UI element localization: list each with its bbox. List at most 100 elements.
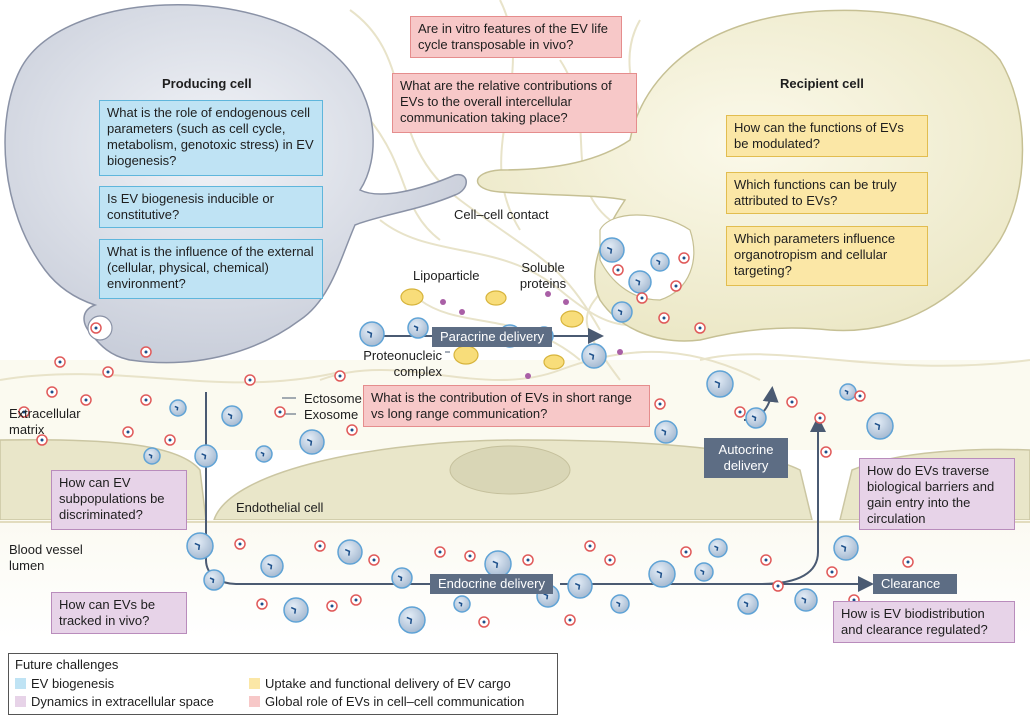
vesicle-cargo [413, 325, 419, 332]
legend-label-3: Global role of EVs in cell–cell communic… [265, 694, 525, 709]
vesicle-cargo [267, 563, 273, 570]
exosome-cargo [350, 428, 354, 432]
producing-q3: What is the influence of the external (c… [99, 239, 323, 299]
cell-contact-label: Cell–cell contact [454, 207, 549, 222]
exosome-cargo [658, 402, 662, 406]
exosome-cargo [58, 360, 62, 364]
vesicle-cargo [714, 380, 721, 389]
endothelial-label: Endothelial cell [236, 500, 324, 515]
vesicle-cargo [635, 279, 641, 286]
lipoparticle-label: Lipoparticle [413, 268, 480, 283]
exosome-cargo [438, 550, 442, 554]
exosome-cargo [640, 296, 644, 300]
exosome-cargo [738, 410, 742, 414]
autocrine-delivery-tag: Autocrine delivery [704, 438, 788, 478]
soluble-proteins-label: Soluble proteins [519, 260, 567, 291]
producing-q1: What is the role of endogenous cell para… [99, 100, 323, 176]
exosome-label: Exosome [304, 407, 359, 422]
exosome-cargo [674, 284, 678, 288]
vesicle-cargo [306, 438, 313, 446]
vesicle-cargo [148, 453, 153, 459]
legend-swatch-0 [15, 678, 26, 689]
dynamics-q3: How do EVs traverse biological barriers … [859, 458, 1015, 530]
exosome-cargo [468, 554, 472, 558]
exosome-cargo [824, 450, 828, 454]
vesicle-cargo [574, 582, 581, 590]
vesicle-cargo [617, 309, 623, 316]
exosome-cargo [906, 560, 910, 564]
exosome-cargo [588, 544, 592, 548]
exosome-cargo [684, 550, 688, 554]
blood-vessel-label: Blood vessel lumen [9, 542, 83, 573]
vesicle-cargo [874, 422, 881, 431]
vesicle-cargo [406, 616, 413, 625]
ectosome-label: Ectosome [304, 391, 362, 406]
ecm-label: Extracellular matrix [9, 406, 81, 437]
vesicle-cargo [661, 429, 667, 436]
exosome-cargo [94, 326, 98, 330]
proteonucleic-label: Proteonucleic complex [363, 348, 442, 379]
global-q3: What is the contribution of EVs in short… [363, 385, 650, 427]
vesicle-cargo [588, 352, 595, 360]
endothelial-nucleus [449, 445, 571, 495]
exosome-cargo [318, 544, 322, 548]
recipient-q1: How can the functions of EVs be modulate… [726, 115, 928, 157]
vesicle-cargo [492, 560, 499, 569]
vesicle-cargo [344, 548, 351, 556]
vesicle-cargo [844, 389, 849, 395]
vesicle-cargo [201, 453, 207, 460]
exosome-cargo [126, 430, 130, 434]
exosome-cargo [852, 598, 856, 602]
vesicle-cargo [397, 575, 403, 582]
exosome-cargo [568, 618, 572, 622]
legend-swatch-2 [249, 678, 260, 689]
producing-q2: Is EV biogenesis inducible or constituti… [99, 186, 323, 228]
exosome-cargo [818, 416, 822, 420]
vesicle-cargo [714, 545, 719, 551]
exosome-cargo [608, 558, 612, 562]
recipient-q3: Which parameters influence organotropism… [726, 226, 928, 286]
recipient-q2: Which functions can be truly attributed … [726, 172, 928, 214]
exosome-cargo [248, 378, 252, 382]
vesicle-cargo [840, 544, 847, 552]
exosome-cargo [482, 620, 486, 624]
exosome-cargo [682, 256, 686, 260]
exosome-cargo [50, 390, 54, 394]
exosome-cargo [354, 598, 358, 602]
global-q2: What are the relative contributions of E… [392, 73, 637, 133]
vesicle-cargo [458, 601, 463, 607]
exosome-cargo [84, 398, 88, 402]
exosome-cargo [22, 410, 26, 414]
exosome-cargo [338, 374, 342, 378]
legend-label-2: Uptake and functional delivery of EV car… [265, 676, 511, 691]
clearance-tag: Clearance [873, 574, 957, 594]
exosome-cargo [372, 558, 376, 562]
vesicle-cargo [656, 570, 663, 579]
soluble-protein-stars [435, 291, 623, 379]
legend-swatch-1 [15, 696, 26, 707]
exosome-cargo [764, 558, 768, 562]
vesicle-cargo [743, 601, 749, 608]
legend-label-1: Dynamics in extracellular space [31, 694, 214, 709]
vesicle-cargo [801, 597, 807, 604]
legend: Future challenges EV biogenesis Dynamics… [8, 653, 558, 715]
exosome-cargo [278, 410, 282, 414]
exosome-cargo [776, 584, 780, 588]
exosome-cargo [526, 558, 530, 562]
exosome-cargo [168, 438, 172, 442]
dynamics-q1: How can EV subpopulations be discriminat… [51, 470, 187, 530]
vesicle-cargo [174, 405, 179, 411]
vesicle-cargo [194, 542, 201, 551]
vesicle-cargo [209, 577, 215, 584]
vesicle-cargo [606, 246, 613, 254]
recipient-cell-title: Recipient cell [780, 76, 864, 91]
vesicle-cargo [700, 569, 705, 575]
vesicle-cargo [656, 259, 661, 265]
vesicle-cargo [366, 330, 373, 338]
exosome-cargo [616, 268, 620, 272]
vesicle-cargo [290, 606, 297, 614]
exosome-cargo [144, 350, 148, 354]
vesicle-cargo [751, 415, 757, 422]
endocrine-delivery-tag: Endocrine delivery [430, 574, 553, 594]
